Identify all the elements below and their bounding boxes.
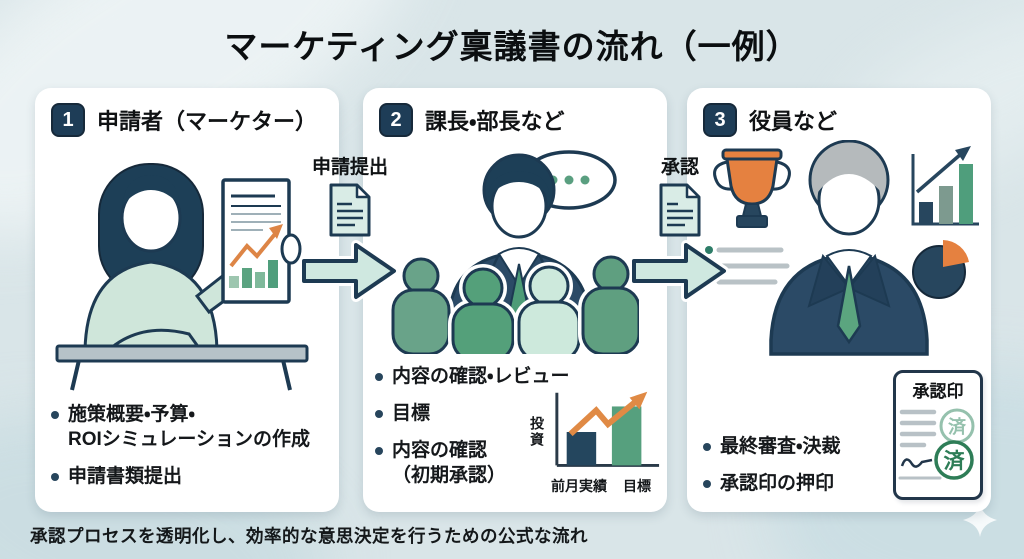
bullet-dot [51, 473, 59, 482]
flow-arrow-icon [300, 240, 399, 302]
list-item: 申請書類提出 [51, 464, 323, 489]
audience-member-icon [391, 254, 454, 354]
bar-chart-icon [911, 146, 979, 226]
step-panel-executives: 3 役員など [687, 88, 991, 512]
svg-text:済: 済 [944, 450, 966, 473]
bullet-dot [375, 447, 383, 456]
step-header: 2 課長・部長など [379, 103, 564, 137]
step-number-badge: 1 [51, 103, 85, 137]
list-item: 施策概要・予算・ ROIシミュレーションの作成 [51, 402, 323, 452]
step-bullet-list: 施策概要・予算・ ROIシミュレーションの作成 申請書類提出 [51, 402, 323, 489]
executive-illustration [705, 140, 979, 356]
list-item: 内容の確認・レビュー [375, 364, 645, 389]
stamp-done-icon: 済 [934, 440, 974, 480]
audience-member-icon [514, 262, 584, 354]
flow-arrow-icon [630, 240, 729, 302]
step-header: 1 申請者（マーケター） [51, 103, 317, 137]
signature-icon [900, 458, 933, 468]
approval-stamp-card: 承認印 済 済 [893, 370, 983, 500]
list-item: 内容の確認 （初期承認） [375, 438, 645, 488]
report-document-icon [221, 178, 291, 304]
flow-label: 申請提出 [311, 157, 388, 178]
footer-caption: 承認プロセスを透明化し、効率的な意思決定を行うための公式な流れ [30, 526, 588, 546]
step-bullet-list: 最終審査・決裁 承認印の押印 [703, 434, 903, 496]
desk [55, 344, 309, 363]
bullet-text: 内容の確認 （初期承認） [392, 440, 507, 487]
step-title: 課長・部長など [425, 109, 565, 134]
document-icon [659, 183, 701, 237]
trophy-icon [713, 148, 791, 228]
step-panel-managers: 2 課長・部長など [363, 88, 667, 512]
step-bullet-list: 内容の確認・レビュー 目標 内容の確認 （初期承認） [375, 364, 645, 488]
sparkle-icon [963, 503, 997, 537]
svg-text:済: 済 [948, 416, 967, 437]
list-item: 承認印の押印 [703, 471, 903, 496]
page-title: マーケティング稟議書の流れ（一例） [224, 28, 800, 65]
manager-review-illustration [391, 150, 639, 354]
bullet-text: 施策概要・予算・ ROIシミュレーションの作成 [68, 404, 311, 451]
step-panel-applicant: 1 申請者（マーケター） [35, 88, 339, 512]
bullet-dot [375, 373, 383, 381]
step-number-badge: 3 [703, 103, 737, 137]
flow-step-approve: 承認 [628, 152, 732, 303]
bullet-dot [703, 480, 711, 489]
bullet-text: 最終審査・決裁 [720, 436, 841, 457]
bullet-dot [703, 443, 711, 451]
bullet-dot [375, 410, 383, 419]
bullet-text: 内容の確認・レビュー [392, 366, 570, 387]
step-title: 役員など [749, 109, 838, 134]
necktie [836, 265, 862, 345]
document-icon [329, 183, 371, 237]
mini-growth-chart-icon [229, 224, 283, 288]
bullet-text: 目標 [392, 403, 431, 425]
bullet-text: 申請書類提出 [68, 466, 183, 488]
audience-member-icon [578, 252, 639, 354]
bullet-dot [51, 411, 59, 419]
pie-chart-icon [912, 240, 969, 299]
step-header: 3 役員など [703, 103, 837, 137]
applicant-illustration [55, 163, 309, 391]
investment-bar-chart: 投資 前月実績 目標 [527, 390, 663, 496]
audience-member-icon [448, 264, 518, 354]
flow-label: 承認 [660, 157, 699, 178]
step-number-badge: 2 [379, 103, 413, 137]
approval-stamp-icon: 済 済 [898, 408, 975, 480]
chart-category-label: 前月実績 [551, 478, 607, 494]
step-title: 申請者（マーケター） [97, 109, 318, 134]
bullet-text: 承認印の押印 [720, 473, 835, 495]
chart-category-label: 目標 [623, 478, 651, 494]
chart-y-axis-label: 投資 [529, 416, 545, 448]
stamp-card-title: 承認印 [912, 382, 964, 401]
flow-step-submit: 申請提出 [298, 152, 402, 303]
bar-chart-icon [555, 391, 660, 467]
list-item: 最終審査・決裁 [703, 434, 903, 459]
list-item: 目標 [375, 401, 645, 426]
stamp-done-icon: 済 [939, 408, 975, 444]
